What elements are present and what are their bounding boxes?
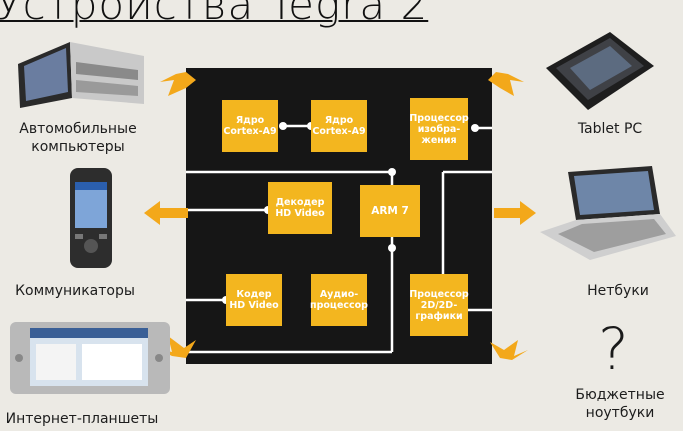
core-2-block: Ядро Cortex-A9 xyxy=(311,100,367,152)
arrows xyxy=(144,72,536,360)
page-title: Устройства Tegra 2 xyxy=(0,0,429,29)
car-computers-label: Автомобильные компьютеры xyxy=(19,121,137,155)
communicator-icon xyxy=(70,168,112,268)
arrow-right-mid xyxy=(494,201,536,225)
arrow-down-right xyxy=(490,340,528,360)
hd-decoder-block: Декодер HD Video xyxy=(268,182,332,234)
arrow-up-right xyxy=(488,72,524,96)
tablet-pc-label: Tablet PC xyxy=(577,121,643,137)
hd-encoder-block: Кодер HD Video xyxy=(226,274,282,326)
question-mark-icon: ? xyxy=(598,315,629,383)
budget-notebooks-label: Бюджетные ноутбуки xyxy=(575,387,665,421)
image-processor-block: Процессор изобра- жения xyxy=(409,98,469,160)
core-1-block: Ядро Cortex-A9 xyxy=(222,100,278,152)
arrow-left-mid xyxy=(144,201,188,225)
arrow-up-left xyxy=(160,72,196,96)
graphics-processor-block: Процессор 2D/2D- графики xyxy=(409,274,469,336)
arm7-block: ARM 7 xyxy=(360,185,420,237)
netbook-icon xyxy=(540,166,676,260)
tablet-pc-icon xyxy=(546,32,654,110)
car-computer-icon xyxy=(18,42,144,108)
communicators-label: Коммуникаторы xyxy=(15,283,135,299)
internet-tablet-icon xyxy=(10,322,170,394)
netbooks-label: Нетбуки xyxy=(587,283,649,299)
internet-tablets-label: Интернет-планшеты xyxy=(5,411,159,427)
audio-processor-block: Аудио- процессор xyxy=(310,274,368,326)
